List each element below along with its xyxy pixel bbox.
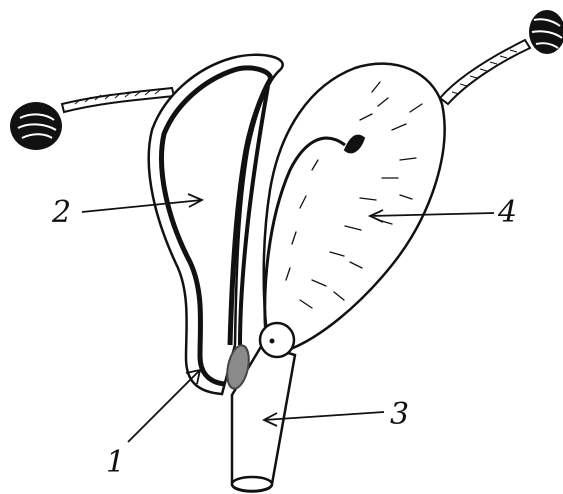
label-3: 3 bbox=[390, 397, 409, 432]
right-ovary-icon bbox=[529, 10, 563, 54]
right-uterine-horn bbox=[264, 64, 445, 350]
label-2: 2 bbox=[51, 195, 71, 230]
junction-dot bbox=[270, 339, 275, 344]
left-ovary-icon bbox=[10, 102, 62, 150]
label-1: 1 bbox=[106, 445, 125, 480]
right-ligament bbox=[440, 40, 530, 104]
label-4: 4 bbox=[497, 195, 517, 230]
right-horn-junction bbox=[260, 323, 294, 357]
right-ovary-group bbox=[440, 10, 563, 104]
arrow-1 bbox=[128, 370, 200, 442]
neck-opening bbox=[232, 477, 272, 491]
